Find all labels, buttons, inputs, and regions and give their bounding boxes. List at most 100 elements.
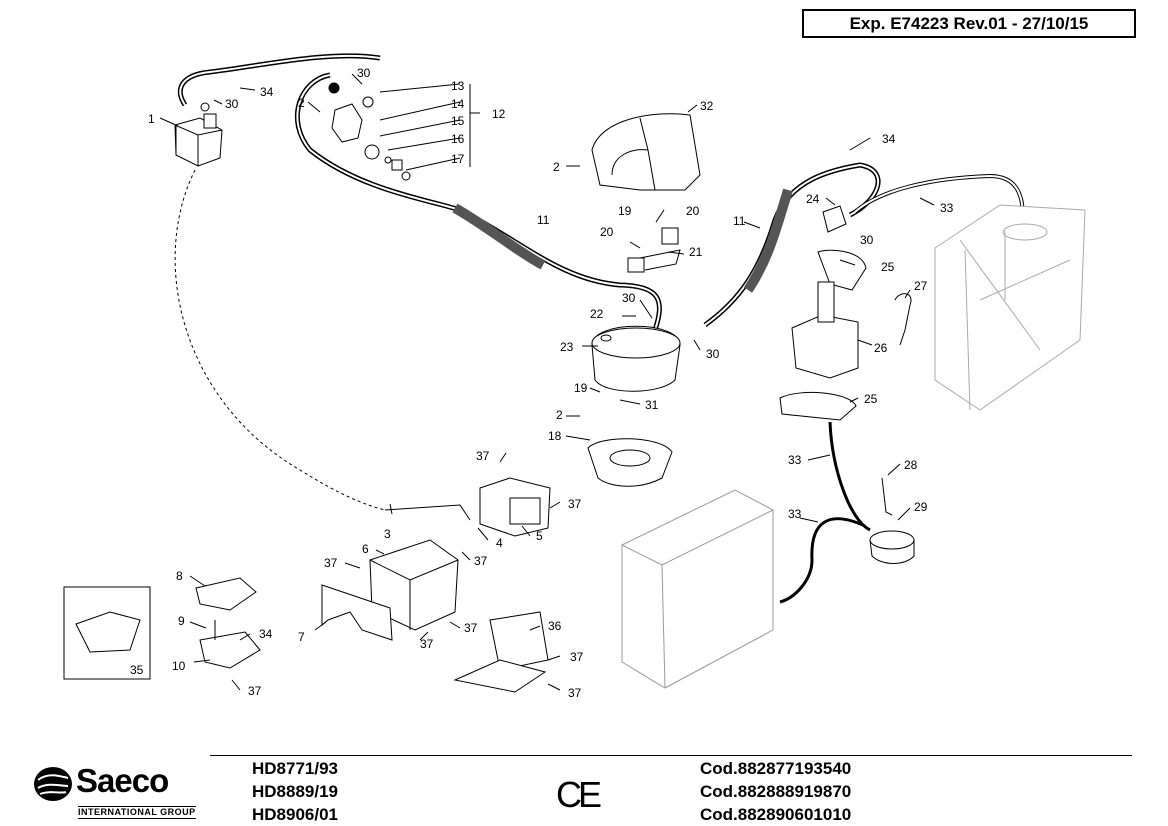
callout-33: 33 — [788, 507, 802, 521]
part-5-control-unit — [479, 477, 551, 537]
part-35-switch — [75, 611, 141, 653]
callout-4: 4 — [496, 536, 503, 550]
callout-2: 2 — [556, 408, 563, 422]
part-1-valve — [174, 113, 223, 167]
callout-37: 37 — [476, 449, 490, 463]
part-29-flowmeter — [869, 530, 915, 564]
hose-33-lower — [779, 421, 871, 604]
callout-3: 3 — [384, 527, 391, 541]
callout-1: 1 — [148, 112, 155, 126]
callout-30: 30 — [706, 347, 720, 361]
brand-subtitle: INTERNATIONAL GROUP — [78, 806, 196, 819]
callout-19: 19 — [574, 381, 588, 395]
product-code: Cod.882888919870 — [700, 782, 852, 801]
callout-10: 10 — [172, 659, 186, 673]
callout-11: 11 — [537, 213, 550, 227]
part-28-cable — [881, 477, 893, 516]
machine-frame — [934, 204, 1086, 411]
callout-20: 20 — [600, 225, 614, 239]
callout-20: 20 — [686, 204, 700, 218]
part-8-switch — [195, 577, 257, 611]
callout-37: 37 — [568, 497, 582, 511]
callout-28: 28 — [904, 458, 918, 472]
dashed-wire — [174, 169, 386, 511]
callout-18: 18 — [548, 429, 562, 443]
callout-19: 19 — [618, 204, 632, 218]
callout-37: 37 — [324, 556, 338, 570]
callout-12: 12 — [492, 107, 506, 121]
callout-5: 5 — [536, 529, 543, 543]
model-list: HD8771/93 HD8889/19 HD8906/01 — [252, 757, 338, 826]
callout-8: 8 — [176, 569, 183, 583]
callout-17: 17 — [451, 152, 465, 166]
callout-31: 31 — [645, 398, 659, 412]
callout-7: 7 — [298, 630, 305, 644]
part-23-boiler — [591, 325, 681, 392]
callout-15: 15 — [451, 114, 465, 128]
product-code: Cod.882877193540 — [700, 759, 852, 778]
part-3-probe — [384, 504, 471, 521]
callout-30: 30 — [622, 291, 636, 305]
brand-name: Saeco — [76, 762, 169, 799]
part-32-cover — [591, 113, 701, 191]
hose-11-right — [703, 162, 881, 328]
part-9-10-bracket — [199, 620, 261, 669]
callout-37: 37 — [464, 621, 478, 635]
ce-mark: CE — [556, 774, 602, 815]
callout-37: 37 — [474, 554, 488, 568]
part-18-plate — [587, 438, 673, 487]
sleeve-11-right — [743, 188, 793, 293]
part-20-21-clips — [627, 227, 681, 273]
product-code: Cod.882890601010 — [700, 805, 852, 824]
callout-24: 24 — [806, 192, 820, 206]
callout-34: 34 — [882, 132, 896, 146]
saeco-logo: Saeco INTERNATIONAL GROUP — [32, 762, 222, 822]
hose-34-left — [177, 53, 381, 107]
callout-33: 33 — [940, 201, 954, 215]
part-26-pump — [791, 281, 859, 379]
callout-22: 22 — [590, 307, 604, 321]
callout-26: 26 — [874, 341, 888, 355]
callout-30: 30 — [225, 97, 239, 111]
callout-37: 37 — [420, 637, 434, 651]
callout-32: 32 — [700, 99, 714, 113]
model-number: HD8906/01 — [252, 805, 339, 824]
callout-2: 2 — [553, 160, 560, 174]
callout-11: 11 — [733, 214, 746, 228]
callout-36: 36 — [548, 619, 562, 633]
callout-30: 30 — [860, 233, 874, 247]
water-tank — [621, 489, 774, 689]
part-12-fittings — [200, 82, 411, 181]
part-27-cable — [894, 293, 912, 346]
part-36-tray — [453, 611, 549, 693]
callout-37: 37 — [568, 686, 582, 700]
callout-37: 37 — [570, 650, 584, 664]
callout-13: 13 — [451, 79, 465, 93]
callout-34: 34 — [259, 627, 273, 641]
callout-37: 37 — [248, 684, 262, 698]
callout-14: 14 — [451, 97, 465, 111]
code-list: Cod.882877193540 Cod.882888919870 Cod.88… — [700, 757, 851, 826]
callout-27: 27 — [914, 279, 928, 293]
callout-25: 25 — [864, 392, 878, 406]
callout-21: 21 — [689, 245, 703, 259]
callout-34: 34 — [260, 85, 274, 99]
revision-box: Exp. E74223 Rev.01 - 27/10/15 — [802, 9, 1136, 38]
callout-16: 16 — [451, 132, 465, 146]
footer-divider — [210, 755, 1132, 756]
part-24-connector — [822, 205, 847, 233]
saeco-emblem-icon — [34, 767, 72, 801]
callout-25: 25 — [881, 260, 895, 274]
callout-2: 2 — [298, 96, 305, 110]
callout-33: 33 — [788, 453, 802, 467]
callout-6: 6 — [362, 542, 369, 556]
part-25-bracket-bottom — [779, 391, 857, 421]
callout-30: 30 — [357, 66, 371, 80]
callout-29: 29 — [914, 500, 928, 514]
model-number: HD8771/93 — [252, 759, 339, 778]
sleeve-11-left — [452, 203, 546, 270]
callout-35: 35 — [130, 663, 144, 677]
model-number: HD8889/19 — [252, 782, 339, 801]
callout-9: 9 — [178, 614, 185, 628]
